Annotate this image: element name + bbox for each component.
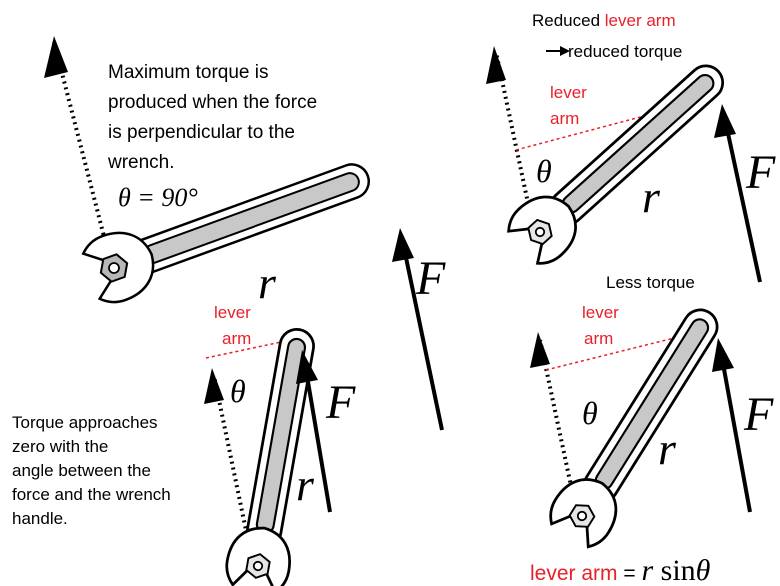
main-dotted-arrowhead — [44, 36, 68, 78]
bottom-middle-theta: θ — [230, 373, 246, 409]
bottom-right-title: Less torque — [606, 273, 695, 292]
bottom-right-force-arrow — [720, 357, 752, 513]
bottom-right-lever-text: lever — [582, 303, 619, 322]
top-right-F-label: F — [745, 146, 776, 199]
top-right-title: Reduced lever arm — [532, 11, 676, 30]
bottom-middle-wrench — [221, 322, 332, 586]
formula-r: r — [641, 554, 653, 586]
top-right-title-red: lever arm — [605, 11, 676, 30]
formula-theta: θ — [696, 554, 711, 586]
main-text-line-2: produced when the force — [108, 92, 317, 113]
bottom-right-theta: θ — [582, 395, 598, 431]
top-right-small-arrow — [546, 46, 570, 56]
bottom-middle-text-line-3: angle between the — [12, 461, 151, 480]
formula-sin: sin — [653, 554, 696, 586]
top-right-arm-text: arm — [550, 109, 579, 128]
main-dotted-line — [52, 41, 110, 253]
main-F-label: F — [415, 252, 446, 305]
main-theta-equation: θ = 90° — [118, 183, 198, 212]
main-panel: Maximum torque is produced when the forc… — [44, 36, 446, 431]
bottom-right-F-label: F — [743, 388, 774, 441]
bottom-right-formula: lever arm = r sinθ — [530, 554, 711, 586]
formula-lever-arm: lever arm — [530, 562, 618, 585]
top-right-r-label: r — [642, 171, 661, 222]
top-right-force-arrowhead — [714, 104, 736, 138]
bottom-right-r-label: r — [658, 423, 677, 474]
main-r-label: r — [258, 257, 277, 308]
top-right-force-arrow — [724, 123, 762, 283]
bottom-middle-text-line-5: handle. — [12, 509, 68, 528]
top-right-title-prefix: Reduced — [532, 11, 605, 30]
bottom-middle-text-line-4: force and the wrench — [12, 485, 171, 504]
main-force-arrowhead — [392, 228, 414, 262]
top-right-subtitle: reduced torque — [568, 42, 682, 61]
bottom-middle-lever-text: lever — [214, 303, 251, 322]
bottom-middle-text-line-2: zero with the — [12, 437, 108, 456]
bottom-middle-r-label: r — [296, 459, 315, 510]
formula-equals: = — [618, 562, 642, 585]
top-right-lever-text: lever — [550, 83, 587, 102]
bottom-right-dotted-arrowhead — [530, 332, 550, 368]
bottom-right-wrench — [542, 294, 738, 554]
bottom-middle-force-arrowhead — [296, 350, 318, 384]
main-text-line-1: Maximum torque is — [108, 62, 269, 83]
top-right-theta: θ — [536, 153, 552, 189]
bottom-middle-panel: lever arm θ r F Torque approaches zero w… — [12, 303, 356, 586]
top-right-panel: Reduced lever arm reduced torque lever a… — [486, 11, 776, 283]
main-text-line-4: wrench. — [107, 152, 175, 173]
bottom-middle-F-label: F — [325, 376, 356, 429]
bottom-right-force-arrowhead — [712, 338, 734, 372]
bottom-middle-dotted-line — [212, 375, 250, 541]
main-text-line-3: is perpendicular to the — [108, 122, 295, 143]
bottom-right-panel: Less torque lever arm θ r F lever arm = … — [530, 273, 774, 586]
bottom-middle-force-arrow — [304, 369, 332, 513]
bottom-right-arm-text: arm — [584, 329, 613, 348]
top-right-dotted-arrowhead — [486, 46, 506, 84]
bottom-middle-text-line-1: Torque approaches — [12, 413, 158, 432]
main-force-arrow — [402, 247, 444, 431]
bottom-middle-arm-text: arm — [222, 329, 251, 348]
bottom-middle-dotted-arrowhead — [204, 368, 224, 404]
